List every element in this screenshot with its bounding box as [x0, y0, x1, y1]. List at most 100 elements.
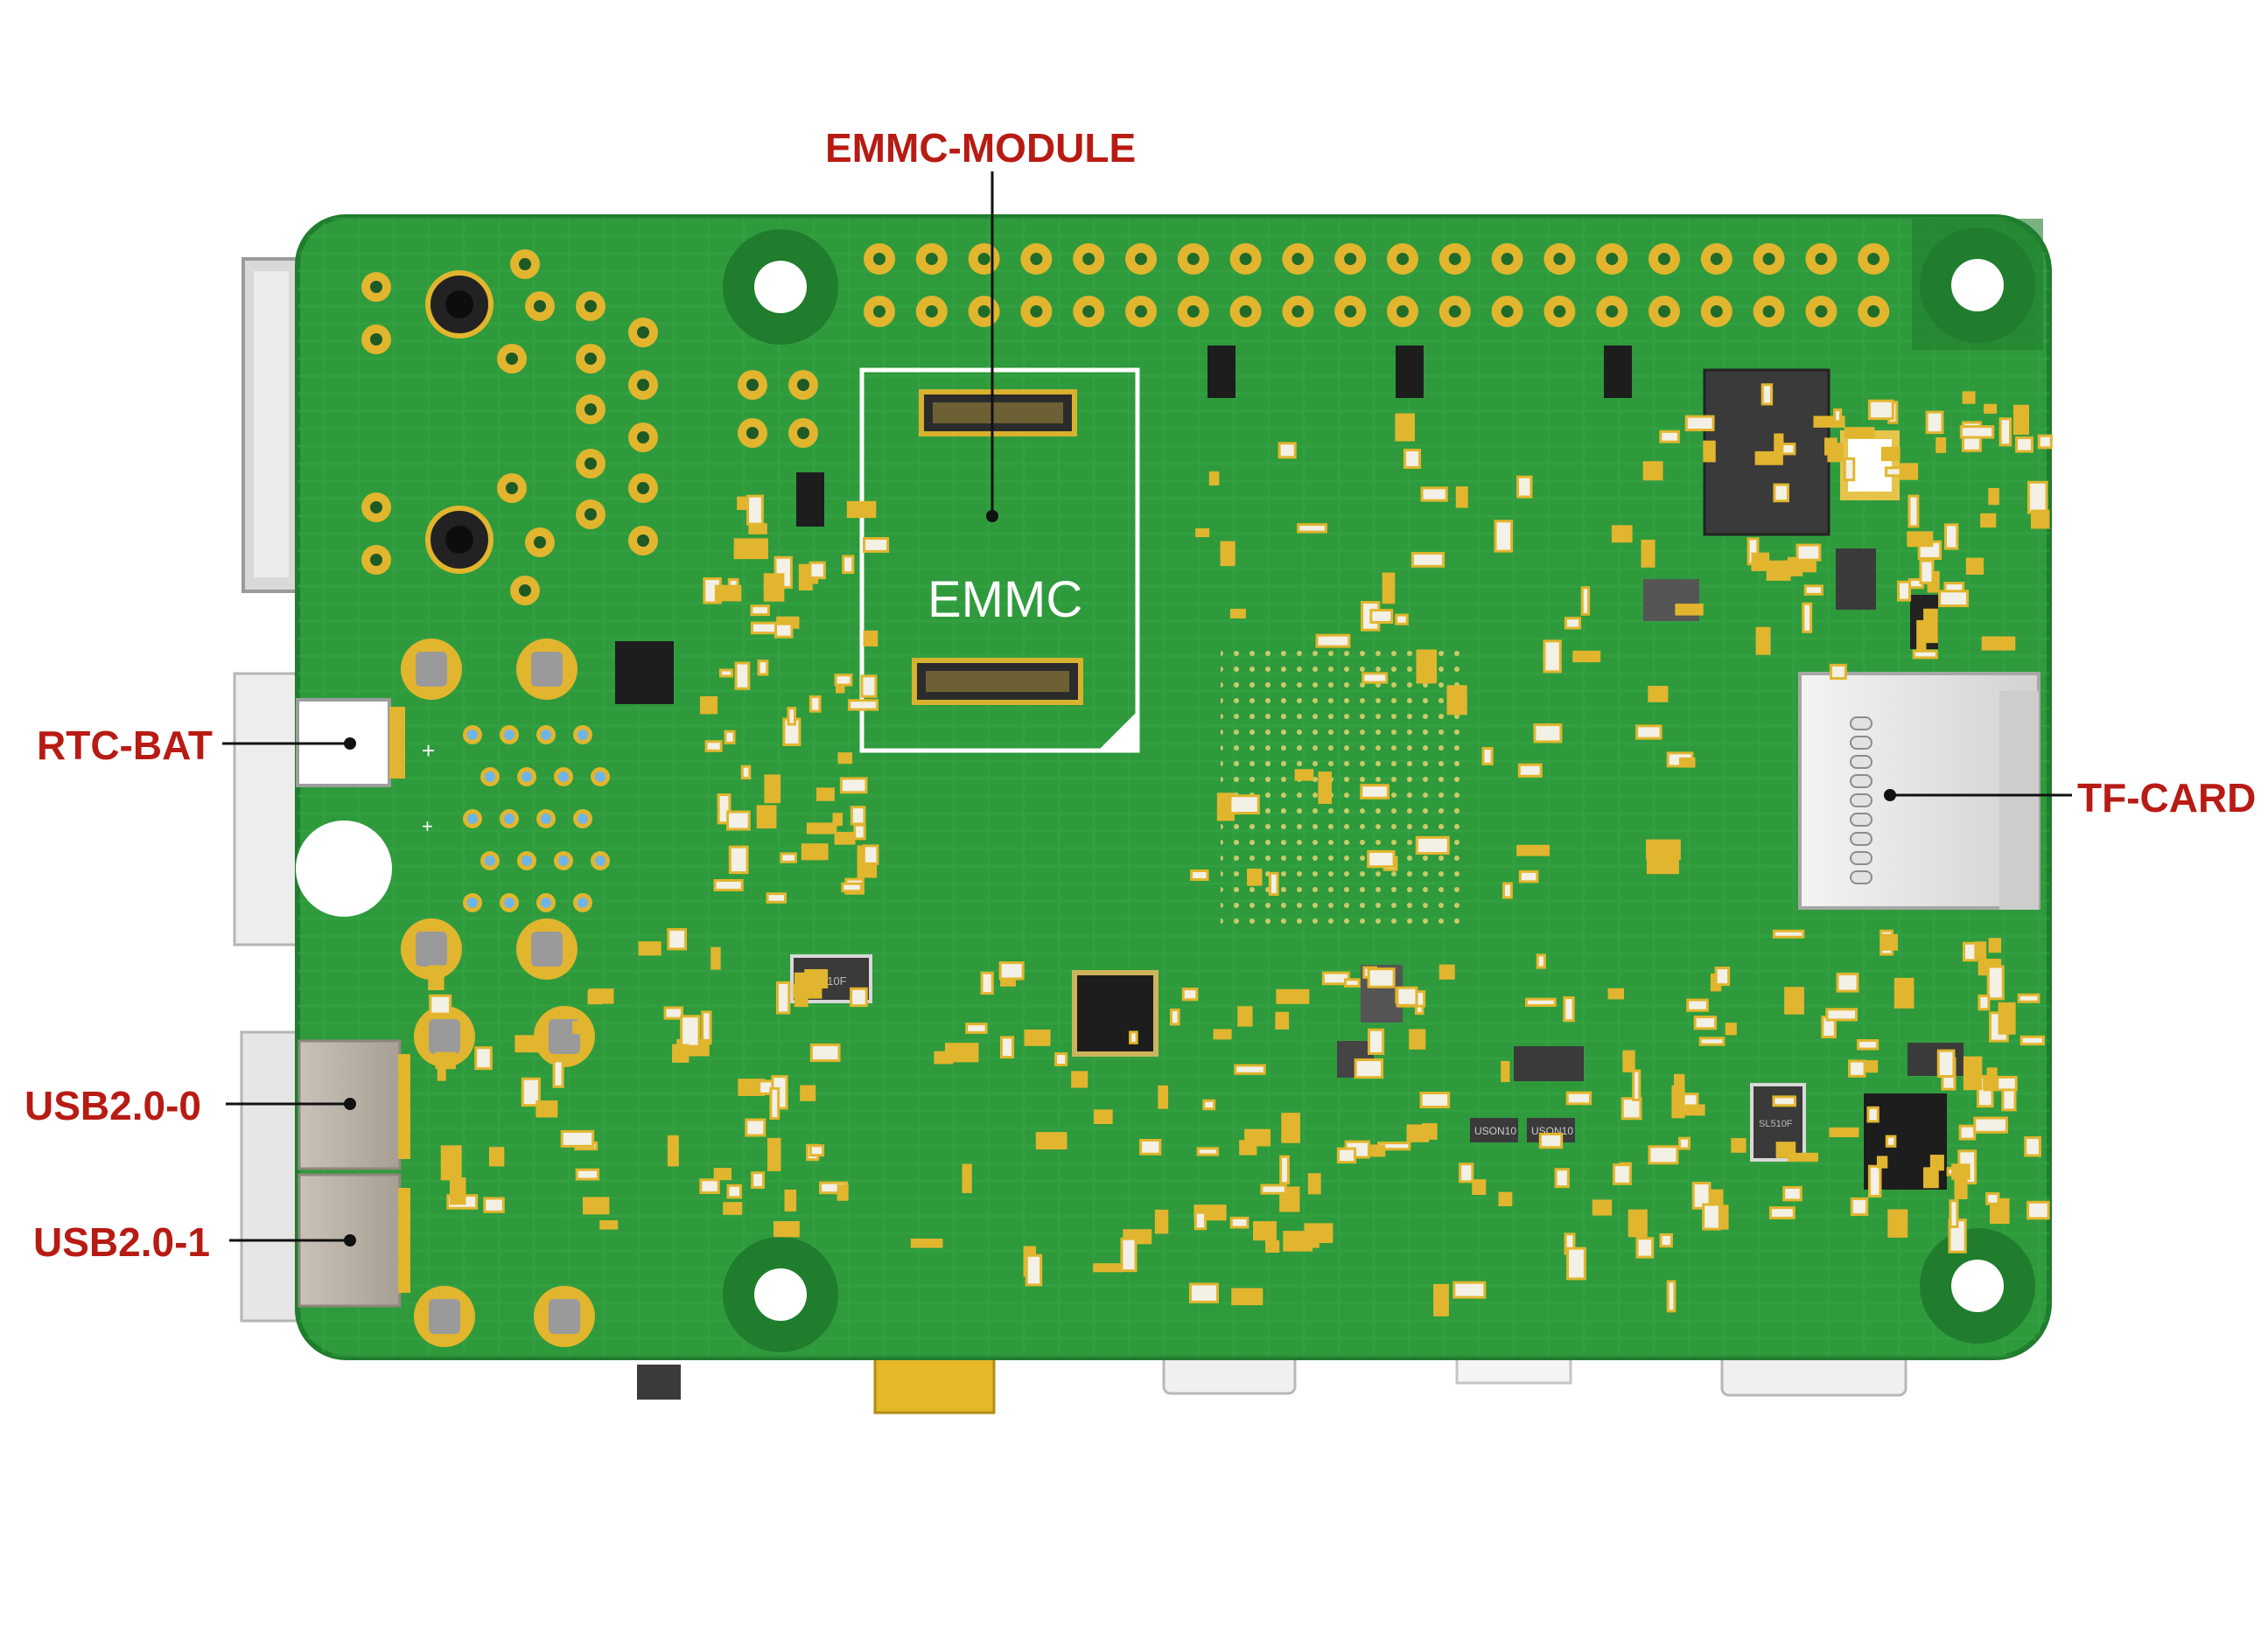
via-center — [541, 897, 551, 908]
smd-body — [555, 1062, 562, 1086]
tf-pin — [1850, 813, 1872, 827]
smd-body — [812, 1045, 838, 1060]
smd-body — [1423, 489, 1446, 499]
smd-pad — [1433, 1283, 1449, 1316]
smd-body — [1461, 1165, 1472, 1181]
smd-body — [1900, 583, 1909, 599]
smd-body — [1123, 1239, 1135, 1270]
through-hole-center — [584, 457, 597, 470]
smd-body — [811, 698, 819, 710]
smd-pad — [672, 1044, 690, 1063]
smd-body — [752, 607, 767, 614]
smd-pad — [583, 1197, 610, 1215]
smd-body — [1538, 956, 1544, 967]
smd-pad — [1035, 1132, 1068, 1150]
tf-pin — [1850, 851, 1872, 865]
smd-pad — [1988, 487, 1999, 506]
smd-body — [1988, 1195, 1998, 1203]
smd-body — [1231, 797, 1257, 813]
left-jack-components — [425, 270, 494, 574]
smd-body — [2018, 438, 2031, 450]
smd-pad — [1751, 552, 1770, 571]
smd-pad — [1980, 513, 1997, 528]
smd-body — [776, 625, 791, 636]
smd-body — [729, 1186, 740, 1197]
smd-pad — [763, 573, 785, 602]
through-hole-center — [797, 379, 809, 391]
smd-pad — [962, 1163, 972, 1194]
smd-body — [2040, 436, 2050, 447]
smd-body — [1638, 727, 1660, 737]
via-center — [578, 730, 588, 740]
smd-body — [1131, 1033, 1136, 1042]
smd-pad — [733, 538, 768, 560]
smd-body — [2026, 1139, 2039, 1155]
smd-pad — [1208, 471, 1220, 485]
smd-body — [1536, 726, 1560, 741]
through-hole-center — [637, 431, 649, 443]
smd-body — [2022, 1037, 2042, 1044]
tf-pin — [1850, 736, 1872, 750]
through-hole-center — [370, 554, 382, 566]
smd-pad — [784, 1189, 797, 1212]
smd-pad — [1231, 1288, 1264, 1306]
smd-body — [842, 779, 865, 792]
gpio-pin-hole — [1344, 305, 1357, 318]
smd-body — [1566, 1235, 1573, 1253]
smd-body — [1696, 1018, 1715, 1028]
smd-pad — [804, 968, 829, 988]
smd-pad — [945, 1043, 979, 1063]
smd-pad — [1294, 769, 1314, 781]
tf-pin — [1850, 870, 1872, 884]
smd-body — [1687, 417, 1712, 429]
large-pad-metal — [429, 1299, 460, 1334]
qfn-chip — [1072, 970, 1158, 1057]
via-center — [595, 772, 606, 782]
smd-body — [1369, 852, 1393, 866]
via-center — [522, 855, 532, 866]
large-pad-metal — [531, 652, 563, 687]
smd-body — [811, 1147, 822, 1155]
smd-body — [1614, 1166, 1629, 1183]
smd-body — [666, 1009, 681, 1017]
gpio-pin-hole — [1710, 305, 1723, 318]
smd-pad — [667, 1135, 679, 1167]
gpio-pin-hole — [1292, 253, 1305, 265]
smd-body — [1976, 1119, 2006, 1131]
plus-mark: + — [422, 815, 433, 837]
label-tf-card: TF-CARD — [2077, 775, 2256, 820]
gpio-pin-hole — [1710, 253, 1723, 265]
smd-body — [1369, 970, 1393, 986]
via-center — [485, 855, 495, 866]
smd-body — [2001, 420, 2010, 444]
smd-body — [1859, 1042, 1877, 1048]
smd-body — [1870, 402, 1892, 418]
gpio-pin-hole — [1815, 305, 1828, 318]
smd-body — [1003, 1038, 1012, 1056]
through-hole-center — [746, 379, 759, 391]
smd-pad — [1787, 1152, 1818, 1163]
smd-pad — [832, 813, 843, 827]
smd-body — [1928, 413, 1942, 432]
smd-body — [704, 1013, 710, 1043]
smd-body — [1869, 1108, 1877, 1121]
smd-pad — [863, 630, 878, 647]
smd-body — [1356, 1061, 1382, 1077]
smd-body — [1324, 974, 1348, 983]
gpio-pin-hole — [1867, 253, 1880, 265]
smd-pad — [1158, 1085, 1169, 1109]
through-hole-center — [519, 584, 531, 597]
smd-body — [702, 1181, 718, 1191]
smd-body — [1662, 432, 1677, 441]
smd-body — [1193, 872, 1207, 878]
through-hole-center — [637, 482, 649, 494]
smd-pad — [766, 1137, 781, 1171]
smd-pad — [1954, 1178, 1968, 1200]
smd-body — [844, 557, 852, 572]
smd-body — [1851, 1062, 1864, 1075]
gpio-pin-hole — [873, 253, 886, 265]
smd-pad — [1671, 1085, 1685, 1119]
smd-pad — [723, 1202, 743, 1215]
smd-pad — [834, 832, 856, 845]
tf-pin — [1850, 716, 1872, 730]
